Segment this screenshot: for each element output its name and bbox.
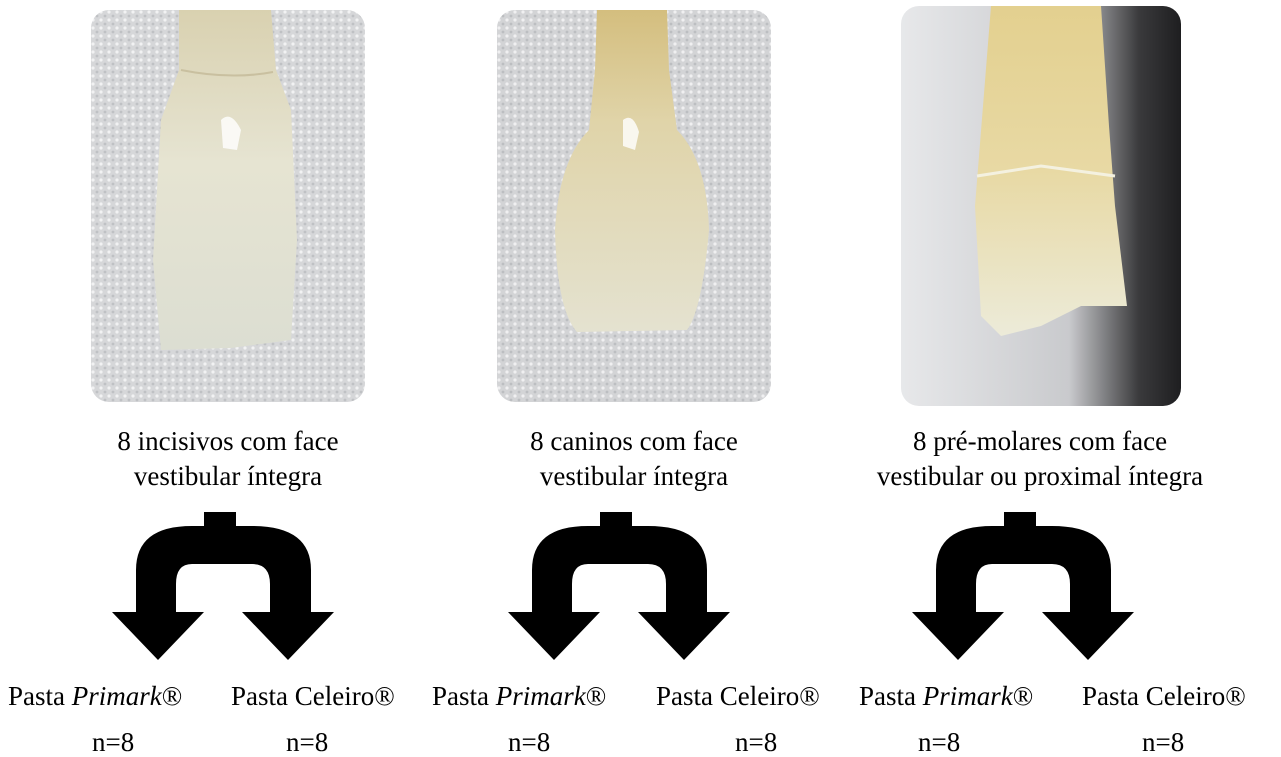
group-caption-canines: 8 caninos com face vestibular íntegra — [484, 424, 784, 494]
label-mark: ® — [586, 681, 607, 711]
split-arrow-icon — [906, 512, 1146, 662]
caption-line: vestibular ou proximal íntegra — [820, 459, 1260, 494]
label-prefix: Pasta — [8, 681, 65, 711]
sample-size-label: n=8 — [1142, 727, 1184, 757]
label-brand: Primark — [496, 681, 586, 711]
sample-size-label: n=8 — [286, 727, 328, 757]
sample-size-label: n=8 — [735, 727, 777, 757]
subgroup-label-celeiro: Pasta Celeiro® — [231, 680, 395, 712]
caption-line: 8 pré-molares com face — [820, 424, 1260, 459]
split-arrow-icon — [106, 512, 346, 662]
group-caption-premolars: 8 pré-molares com face vestibular ou pro… — [820, 424, 1260, 494]
subgroup-label-primark: Pasta Primark® — [859, 680, 1033, 712]
incisor-tooth-photo — [91, 10, 365, 402]
label-brand: Celeiro — [295, 681, 374, 711]
group-caption-incisors: 8 incisivos com face vestibular íntegra — [78, 424, 378, 494]
sample-size-label: n=8 — [508, 727, 550, 757]
label-prefix: Pasta — [231, 681, 288, 711]
subgroup-label-primark: Pasta Primark® — [8, 680, 182, 712]
label-prefix: Pasta — [859, 681, 916, 711]
caption-line: vestibular íntegra — [484, 459, 784, 494]
label-brand: Celeiro — [720, 681, 799, 711]
caption-line: vestibular íntegra — [78, 459, 378, 494]
label-mark: ® — [162, 681, 183, 711]
caption-line: 8 caninos com face — [484, 424, 784, 459]
label-prefix: Pasta — [432, 681, 489, 711]
label-mark: ® — [1225, 681, 1246, 711]
label-mark: ® — [1013, 681, 1034, 711]
subgroup-label-celeiro: Pasta Celeiro® — [1082, 680, 1246, 712]
label-brand: Primark — [923, 681, 1013, 711]
label-brand: Primark — [72, 681, 162, 711]
premolar-tooth-photo — [901, 6, 1181, 406]
label-mark: ® — [799, 681, 820, 711]
caption-line: 8 incisivos com face — [78, 424, 378, 459]
split-arrow-icon — [502, 512, 742, 662]
sample-size-label: n=8 — [92, 727, 134, 757]
label-prefix: Pasta — [1082, 681, 1139, 711]
subgroup-label-primark: Pasta Primark® — [432, 680, 606, 712]
canine-tooth-photo — [497, 10, 771, 402]
label-mark: ® — [374, 681, 395, 711]
label-prefix: Pasta — [656, 681, 713, 711]
sample-size-label: n=8 — [918, 727, 960, 757]
label-brand: Celeiro — [1146, 681, 1225, 711]
subgroup-label-celeiro: Pasta Celeiro® — [656, 680, 820, 712]
